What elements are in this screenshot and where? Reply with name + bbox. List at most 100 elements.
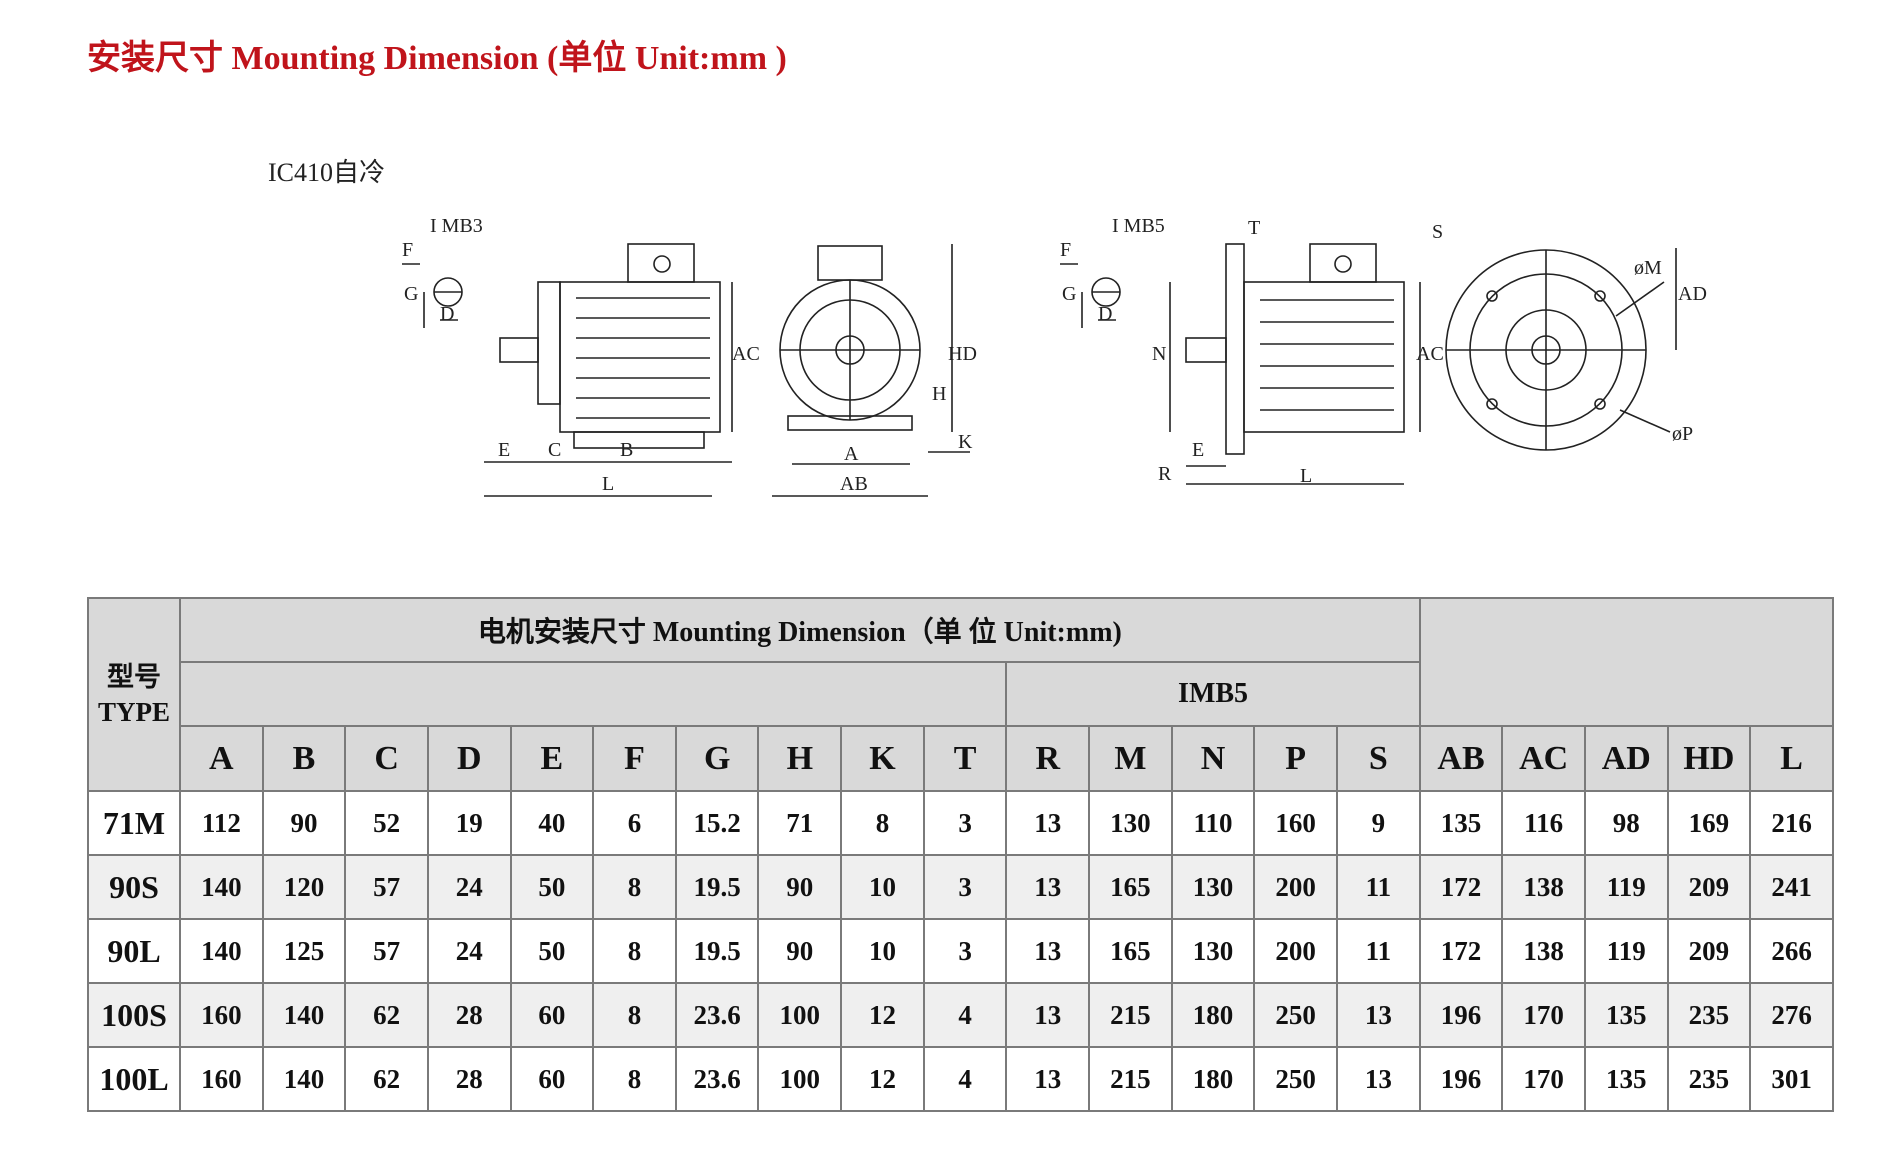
column-header-ac: AC [1501, 725, 1586, 792]
cell-ab: 172 [1418, 918, 1504, 984]
cell-k: 12 [840, 982, 925, 1048]
column-header-k: K [840, 725, 925, 792]
cell-r: 13 [1005, 854, 1091, 920]
cell-ad: 98 [1583, 790, 1669, 856]
mounting-drawing: I MB3 F G D E C B L AC HD H A AB K I MB5… [402, 215, 1707, 497]
column-header-d: D [426, 725, 512, 792]
column-header-h: H [757, 725, 843, 792]
row-type-label: 90S [87, 854, 181, 920]
cell-e: 60 [509, 1046, 595, 1112]
svg-text:T: T [1248, 217, 1260, 239]
column-header-n: N [1170, 725, 1256, 792]
column-header-b: B [261, 725, 347, 792]
cell-d: 28 [426, 1046, 512, 1112]
column-header-hd: HD [1666, 725, 1752, 792]
cell-ab: 135 [1418, 790, 1504, 856]
svg-text:E: E [1192, 439, 1204, 461]
cell-a: 140 [179, 854, 264, 920]
cell-d: 19 [426, 790, 512, 856]
cell-ad: 119 [1583, 918, 1669, 984]
column-header-m: M [1088, 725, 1173, 792]
cell-ac: 138 [1501, 918, 1586, 984]
cell-m: 130 [1088, 790, 1173, 856]
cell-ab: 196 [1418, 1046, 1504, 1112]
column-header-f: F [592, 725, 677, 792]
cell-r: 13 [1005, 982, 1091, 1048]
cell-a: 140 [179, 918, 264, 984]
svg-text:D: D [1098, 303, 1112, 325]
row-type-label: 90L [87, 918, 181, 984]
cell-ad: 135 [1583, 982, 1669, 1048]
cell-a: 160 [179, 982, 264, 1048]
row-type-label: 100L [87, 1046, 181, 1112]
svg-text:AB: AB [840, 473, 868, 495]
cell-c: 62 [344, 1046, 429, 1112]
column-header-c: C [344, 725, 429, 792]
cell-l: 276 [1749, 982, 1834, 1048]
cell-f: 8 [592, 918, 677, 984]
cell-d: 28 [426, 982, 512, 1048]
svg-text:E: E [498, 439, 510, 461]
svg-text:G: G [1062, 283, 1076, 305]
svg-text:øP: øP [1672, 423, 1693, 445]
cell-hd: 169 [1666, 790, 1752, 856]
cell-r: 13 [1005, 1046, 1091, 1112]
svg-text:D: D [440, 303, 454, 325]
cell-p: 200 [1253, 918, 1338, 984]
svg-text:F: F [1060, 239, 1071, 261]
svg-text:K: K [958, 431, 973, 453]
cell-f: 8 [592, 1046, 677, 1112]
cell-hd: 235 [1666, 982, 1752, 1048]
cell-e: 40 [509, 790, 595, 856]
cell-f: 8 [592, 854, 677, 920]
cell-ab: 172 [1418, 854, 1504, 920]
svg-text:F: F [402, 239, 413, 261]
column-header-t: T [922, 725, 1008, 792]
svg-text:AC: AC [732, 343, 760, 365]
cell-k: 12 [840, 1046, 925, 1112]
svg-text:AC: AC [1416, 343, 1444, 365]
cell-b: 140 [261, 1046, 347, 1112]
cell-e: 50 [509, 854, 595, 920]
svg-text:AD: AD [1678, 283, 1707, 305]
cell-g: 23.6 [674, 982, 760, 1048]
cell-ac: 116 [1501, 790, 1586, 856]
cell-c: 62 [344, 982, 429, 1048]
cell-ac: 170 [1501, 982, 1586, 1048]
cell-r: 13 [1005, 918, 1091, 984]
cell-s: 9 [1335, 790, 1421, 856]
cell-m: 215 [1088, 982, 1173, 1048]
cell-l: 266 [1749, 918, 1834, 984]
cell-t: 4 [922, 1046, 1008, 1112]
cell-n: 130 [1170, 854, 1256, 920]
cell-s: 13 [1335, 982, 1421, 1048]
cell-ab: 196 [1418, 982, 1504, 1048]
cell-l: 301 [1749, 1046, 1834, 1112]
cooling-type-label: IC410自冷 [268, 158, 386, 187]
cell-m: 215 [1088, 1046, 1173, 1112]
cell-p: 250 [1253, 982, 1338, 1048]
imb5-group-header: IMB5 [1005, 661, 1421, 727]
svg-text:N: N [1152, 343, 1166, 365]
svg-text:HD: HD [948, 343, 977, 365]
cell-s: 13 [1335, 1046, 1421, 1112]
cell-g: 19.5 [674, 918, 760, 984]
cell-c: 57 [344, 918, 429, 984]
cell-c: 52 [344, 790, 429, 856]
cell-c: 57 [344, 854, 429, 920]
column-header-a: A [179, 725, 264, 792]
cell-d: 24 [426, 854, 512, 920]
svg-text:S: S [1432, 221, 1443, 243]
svg-text:R: R [1158, 463, 1172, 485]
cell-g: 15.2 [674, 790, 760, 856]
column-header-e: E [509, 725, 595, 792]
cell-b: 125 [261, 918, 347, 984]
cell-n: 130 [1170, 918, 1256, 984]
cell-p: 160 [1253, 790, 1338, 856]
cell-k: 10 [840, 854, 925, 920]
